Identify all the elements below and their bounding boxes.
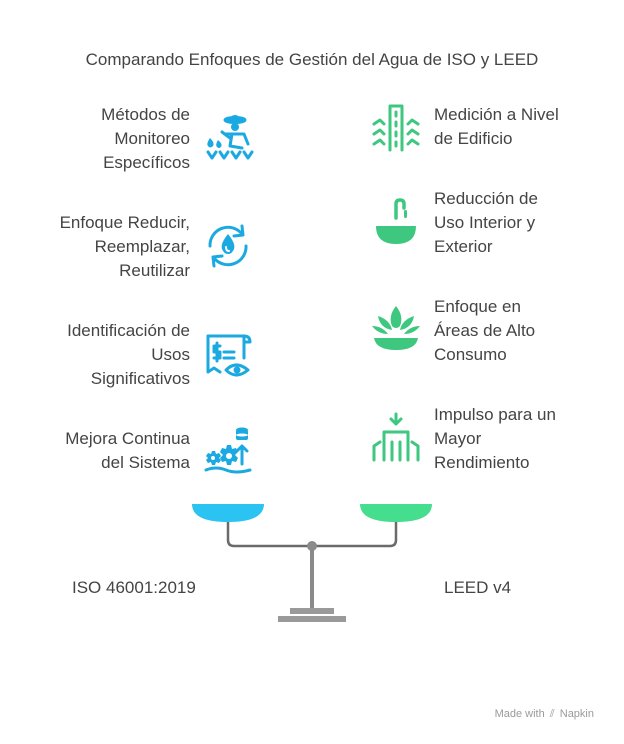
page-title: Comparando Enfoques de Gestión del Agua …: [85, 50, 539, 69]
right-pan: [360, 504, 432, 522]
document-eye-icon: [206, 334, 252, 377]
scale-pivot: [307, 541, 317, 551]
building-water-icon: [372, 104, 420, 152]
right-label: LEED v4: [444, 578, 512, 597]
scale-base: [278, 616, 346, 622]
left-pan: [192, 504, 264, 522]
left-label: ISO 46001:2019: [72, 578, 196, 597]
left-item-1: Métodos de Monitoreo Específicos: [101, 105, 190, 172]
right-item-1: Medición a Nivel de Edificio: [434, 105, 559, 148]
brand-watermark: Made with ⫽ Napkin: [494, 708, 594, 720]
gear-growth-icon: [204, 427, 252, 474]
scale-base-top: [290, 608, 334, 614]
napkin-logo-icon: ⫽: [549, 708, 555, 720]
left-item-4: Mejora Continua del Sistema: [65, 429, 190, 472]
right-item-3: Enfoque en Áreas de Alto Consumo: [434, 297, 536, 364]
water-cycle-icon: [208, 224, 248, 268]
right-item-2: Reducción de Uso Interior y Exterior: [434, 189, 538, 256]
building-arrow-icon: [372, 412, 420, 462]
plant-bowl-icon: [372, 306, 420, 350]
left-item-2: Enfoque Reducir, Reemplazar, Reutilizar: [59, 213, 190, 280]
farmer-watering-icon: [206, 115, 254, 160]
faucet-bowl-icon: [376, 198, 416, 244]
right-item-4: Impulso para un Mayor Rendimiento: [434, 405, 556, 472]
left-item-3: Identificación de Usos Significativos: [67, 321, 190, 388]
